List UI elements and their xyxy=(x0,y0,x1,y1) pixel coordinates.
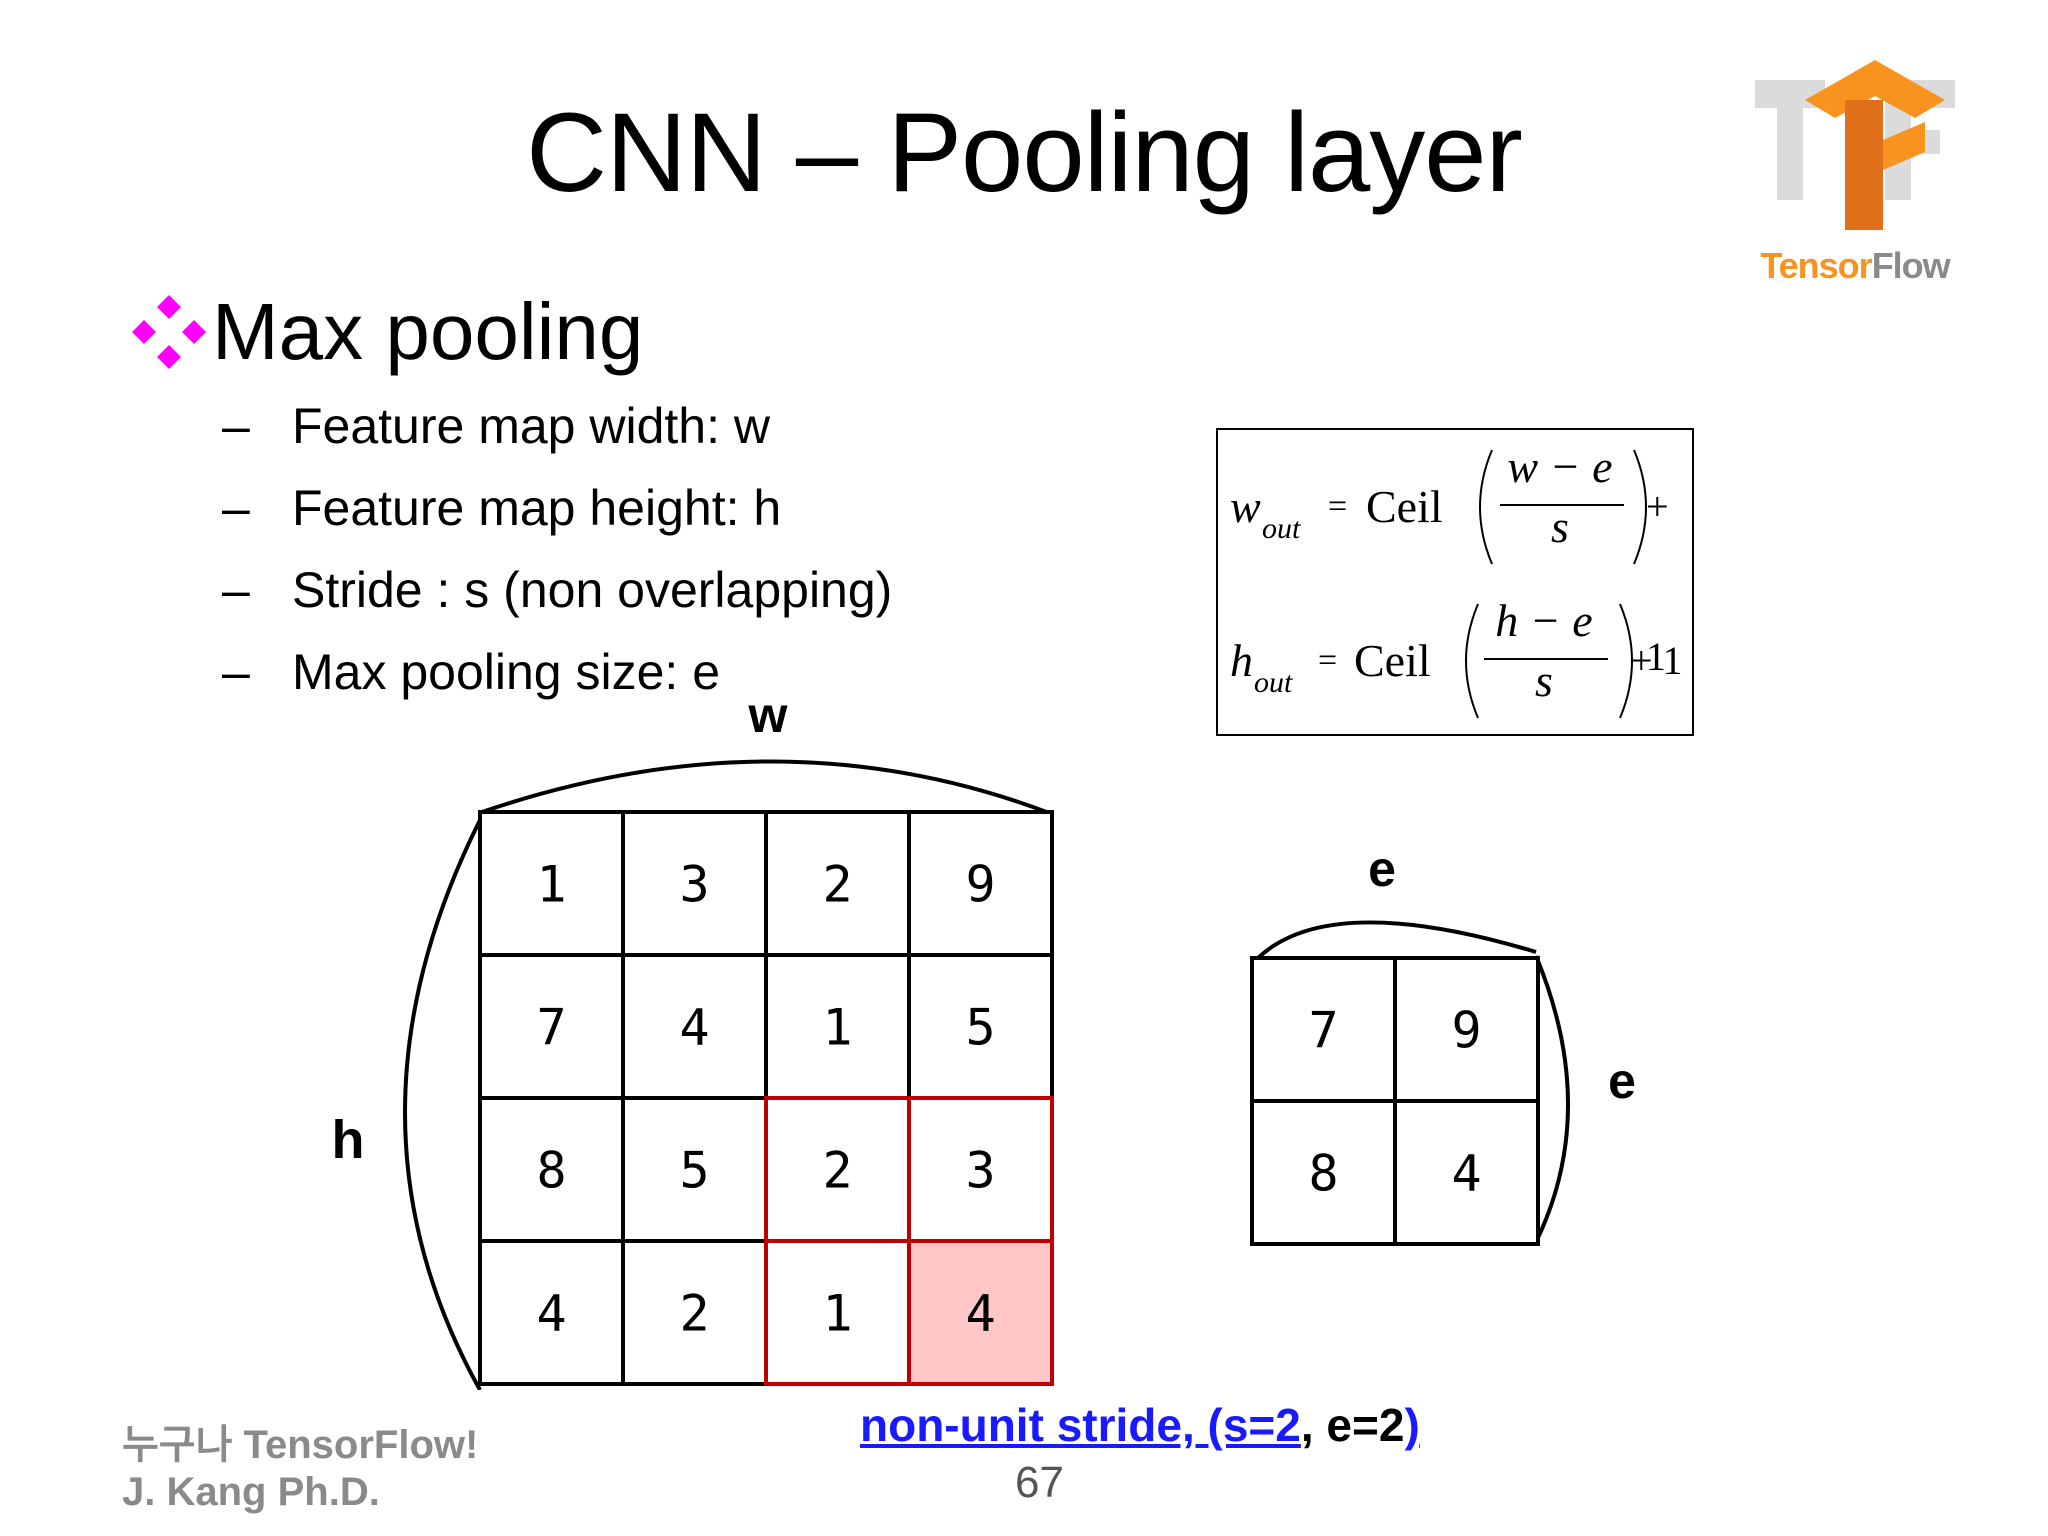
input-cell-value: 8 xyxy=(536,1142,566,1200)
input-cell-value: 5 xyxy=(679,1142,709,1200)
formula-w-out: w out = Ceil w − e s + 1 xyxy=(1228,432,1688,679)
page-number: 67 xyxy=(1015,1458,1064,1507)
output-cell-value: 8 xyxy=(1308,1145,1338,1203)
input-cell-value: 3 xyxy=(679,856,709,914)
input-cell-value: 2 xyxy=(679,1285,709,1343)
input-cell xyxy=(764,1096,911,1243)
footer-course: 누구나 TensorFlow! xyxy=(122,1423,479,1467)
fraction-bar xyxy=(1500,504,1624,506)
bullet-dash: – xyxy=(222,644,250,700)
input-cell-value: 4 xyxy=(965,1285,995,1343)
fraction-bar xyxy=(1484,658,1608,660)
output-cell xyxy=(1250,1099,1397,1246)
label-e-top: e xyxy=(1368,841,1396,897)
bullet-dash: – xyxy=(222,480,250,536)
label-e-side: e xyxy=(1608,1053,1636,1109)
section-heading: Max pooling xyxy=(212,287,644,376)
output-cell xyxy=(1393,1099,1540,1246)
caption: non-unit stride, (s=2, e=2) xyxy=(860,1398,1420,1452)
input-cell-value: 2 xyxy=(822,856,852,914)
formula-eq: = xyxy=(1328,488,1348,525)
formula-w-denominator: s xyxy=(1551,501,1569,552)
bullet-dash: – xyxy=(222,562,250,618)
formula-box: w out = Ceil w − e s + 1 h out = Ceil h … xyxy=(1216,428,1694,736)
input-cell-value: 5 xyxy=(965,999,995,1057)
input-cell-value: 1 xyxy=(822,1285,852,1343)
tensorflow-word-tensor: Tensor xyxy=(1760,245,1872,286)
input-cell-value: 3 xyxy=(965,1142,995,1200)
pooling-diagram: w h e e 1 3 2 9 7 4 1 5 8 5 2 3 4 2 1 4 4 7 9 8 4 xyxy=(332,690,1636,1390)
input-cell-value: 7 xyxy=(536,999,566,1057)
output-cell-value: 7 xyxy=(1308,1002,1338,1060)
input-cell xyxy=(478,810,625,957)
input-cell-value: 9 xyxy=(965,856,995,914)
tensorflow-icon xyxy=(1755,60,1955,230)
input-cell xyxy=(621,1096,768,1243)
label-h: h xyxy=(332,1110,365,1170)
input-cell xyxy=(478,1239,625,1386)
bullet-text: Feature map width: w xyxy=(292,398,770,454)
bullet-text: Max pooling size: e xyxy=(292,644,721,700)
formula-h-sub: out xyxy=(1254,666,1293,699)
bullet-text: Feature map height: h xyxy=(292,480,782,536)
input-cell-value: 1 xyxy=(822,999,852,1057)
formula-h-lhs: h xyxy=(1230,635,1253,686)
formula-w-numerator: w − e xyxy=(1507,441,1613,492)
diamond-bullet-icon xyxy=(132,295,206,369)
output-cell-value: 4 xyxy=(1451,1145,1481,1203)
caption-link-stride[interactable]: non-unit stride, (s=2 xyxy=(860,1399,1301,1451)
bullet-item: –Feature map height: h xyxy=(222,478,781,538)
max-cell-highlight xyxy=(909,1241,1052,1384)
parentheses-icon xyxy=(1465,603,1633,719)
formula-h-out: h out = Ceil h − e s + 1 xyxy=(1228,586,1688,736)
input-cell-value: 4 xyxy=(536,1285,566,1343)
input-cell xyxy=(621,953,768,1100)
input-cell xyxy=(907,953,1054,1100)
caption-link-close[interactable]: ) xyxy=(1404,1399,1420,1451)
heading-row: Max pooling xyxy=(130,282,643,382)
input-cell-value: 1 xyxy=(536,856,566,914)
formula-ceil: Ceil xyxy=(1366,481,1443,532)
formula-w-sub: out xyxy=(1262,512,1301,545)
bullet-text: Stride : s (non overlapping) xyxy=(292,562,893,618)
label-w: w xyxy=(748,690,788,743)
output-feature-map: 7 9 8 4 xyxy=(1250,956,1540,1246)
bullet-item: –Stride : s (non overlapping) xyxy=(222,560,892,620)
slide-title: CNN – Pooling layer xyxy=(526,90,1523,215)
width-brace xyxy=(481,759,1053,816)
bullet-dash: – xyxy=(222,398,250,454)
tensorflow-wordmark: TensorFlow xyxy=(1745,245,1965,287)
input-cell-value: 4 xyxy=(679,999,709,1057)
pooling-window-highlight xyxy=(764,1096,1054,1386)
e-side-brace xyxy=(1534,955,1570,1243)
tensorflow-logo: TensorFlow xyxy=(1735,60,1975,290)
input-cell xyxy=(764,953,911,1100)
formula-w-lhs: w xyxy=(1230,481,1261,532)
e-top-brace xyxy=(1256,920,1537,960)
formula-plus-one: + 1 xyxy=(1630,638,1683,683)
formula-h-numerator: h − e xyxy=(1495,595,1593,646)
footer-author: J. Kang Ph.D. xyxy=(122,1470,380,1514)
formula-plus-one: + 1 xyxy=(1646,484,1669,679)
parentheses-icon xyxy=(1479,449,1647,565)
input-cell xyxy=(621,1239,768,1386)
bullet-item: –Feature map width: w xyxy=(222,396,770,456)
formula-h-denominator: s xyxy=(1535,655,1553,706)
output-cell-value: 9 xyxy=(1451,1002,1481,1060)
formula-ceil: Ceil xyxy=(1354,635,1431,686)
input-cell-value: 2 xyxy=(822,1142,852,1200)
height-brace xyxy=(403,819,482,1390)
input-cell xyxy=(907,810,1054,957)
max-cell-value: 4 xyxy=(965,1285,995,1343)
bullet-item: –Max pooling size: e xyxy=(222,642,720,702)
formula-eq: = xyxy=(1318,642,1338,679)
tensorflow-word-flow: Flow xyxy=(1871,245,1951,286)
caption-e: , e=2 xyxy=(1300,1399,1405,1451)
